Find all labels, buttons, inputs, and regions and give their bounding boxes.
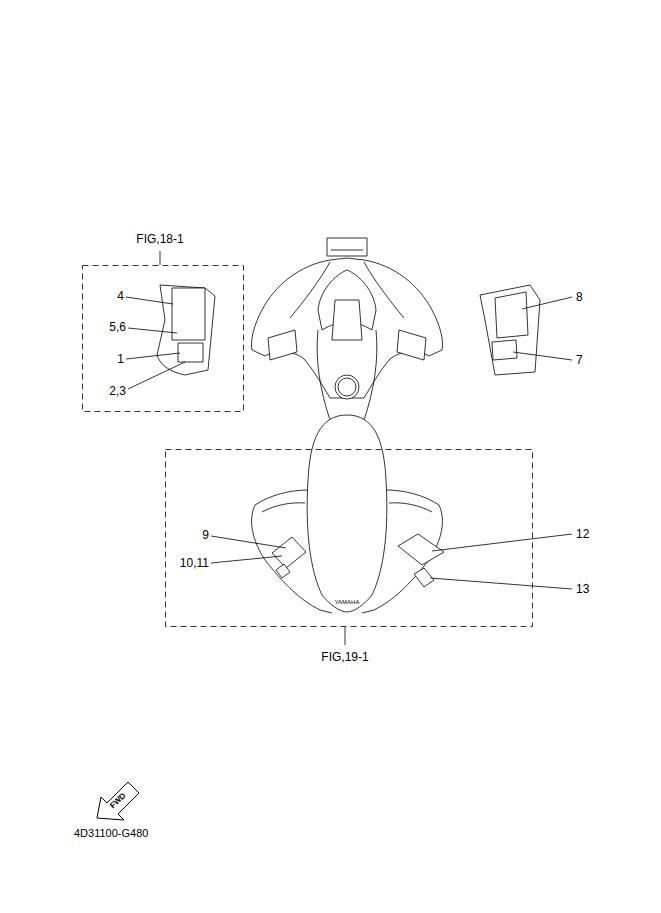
callout-number: 12 xyxy=(576,528,589,540)
decal xyxy=(398,534,444,565)
handlebar-pod xyxy=(332,300,362,340)
side-panel xyxy=(480,285,540,375)
dashed-outline xyxy=(82,265,244,412)
decal xyxy=(492,340,517,360)
diagram-code: 4D31100-G480 xyxy=(74,828,148,839)
figure-reference: FIG,18-1 xyxy=(136,233,183,245)
brand-mark: YAMAHA xyxy=(335,599,360,605)
decal xyxy=(397,330,426,360)
side-panel xyxy=(157,285,215,375)
dashed-border xyxy=(83,266,244,412)
callout-number: 5,6 xyxy=(109,321,126,333)
callout-number: 13 xyxy=(576,583,589,595)
callout-number: 8 xyxy=(576,291,583,303)
leader-lines xyxy=(126,251,572,645)
callout-number: 4 xyxy=(117,290,124,302)
front-bumper xyxy=(327,238,367,256)
decal xyxy=(414,568,434,587)
figure-reference: FIG,19-1 xyxy=(321,651,368,663)
callout-number: 1 xyxy=(117,353,124,365)
decal xyxy=(172,288,205,340)
seat xyxy=(307,415,387,612)
gas-cap xyxy=(335,375,359,399)
decal xyxy=(268,330,297,360)
body-line-art xyxy=(157,238,540,613)
decal xyxy=(276,564,290,578)
decal xyxy=(495,292,528,338)
dashed-border xyxy=(166,450,533,627)
bumper-line xyxy=(331,250,363,251)
decal xyxy=(272,537,306,568)
callout-number: 7 xyxy=(576,354,583,366)
callout-number: 10,11 xyxy=(180,557,209,569)
callout-number: 2,3 xyxy=(109,385,126,397)
callout-number: 9 xyxy=(202,529,209,541)
decal xyxy=(178,343,203,362)
forward-arrow xyxy=(97,782,139,820)
figure-group-box: FIG,18-145,612,3 xyxy=(82,265,244,412)
